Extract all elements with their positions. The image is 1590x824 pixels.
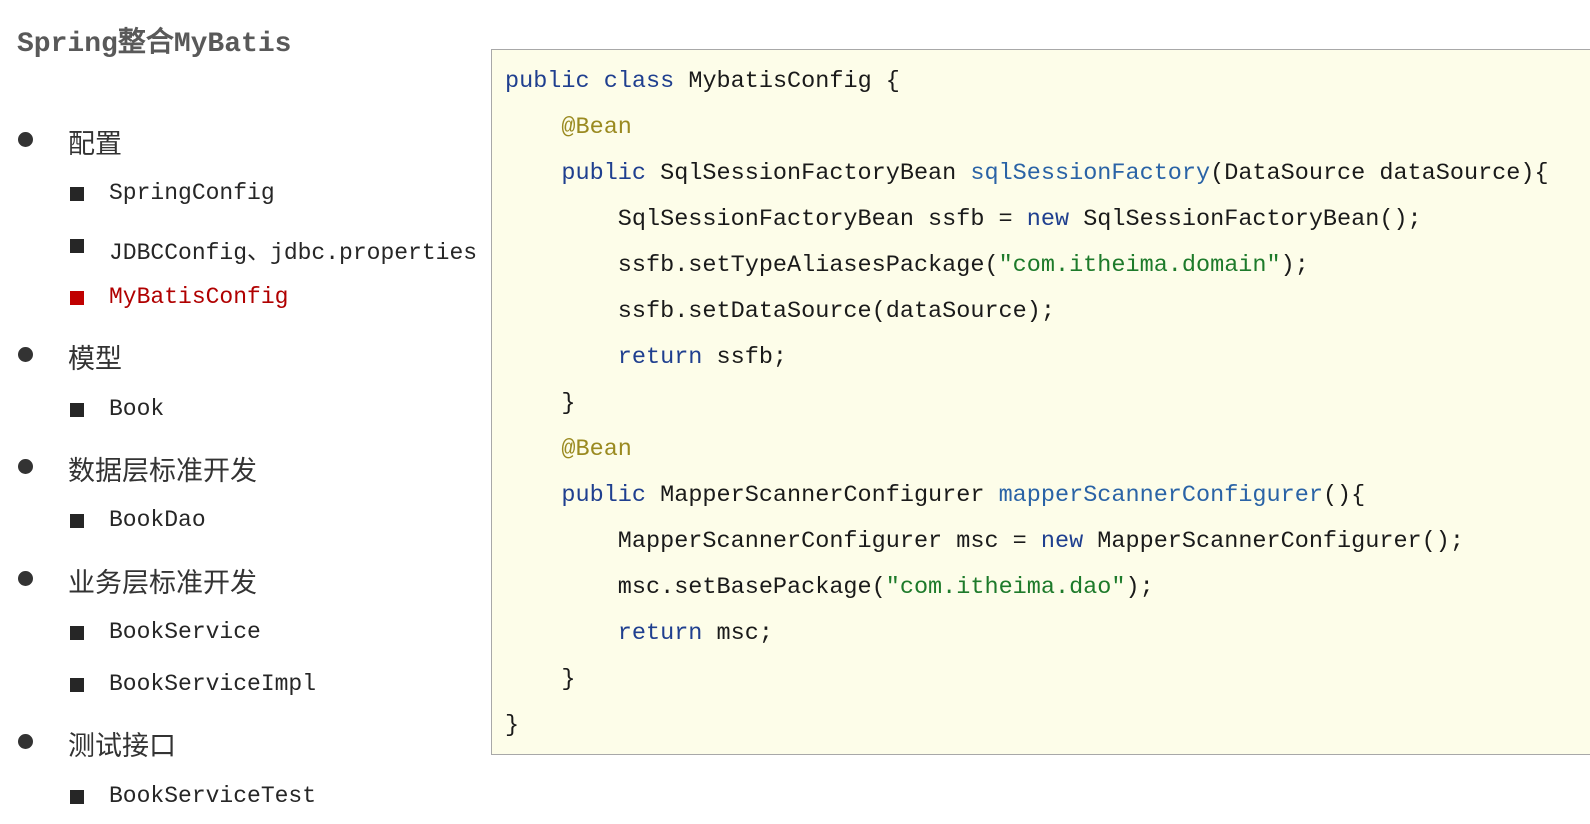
code-line: public SqlSessionFactoryBean sqlSessionF… xyxy=(561,160,1548,187)
code-token-plain: } xyxy=(561,390,576,417)
code-token-str: "com.itheima.dao" xyxy=(885,574,1126,601)
bullet-square-icon xyxy=(70,187,84,201)
code-line: msc.setBasePackage("com.itheima.dao"); xyxy=(618,574,1154,601)
outline-item-label: BookDao xyxy=(109,507,206,533)
bullet-square-icon xyxy=(70,678,84,692)
code-token-plain: msc.setBasePackage( xyxy=(617,574,886,601)
code-token-plain: SqlSessionFactoryBean xyxy=(660,160,971,187)
bullet-dot-icon xyxy=(18,347,33,362)
bullet-dot-icon xyxy=(18,734,33,749)
code-token-plain: ssfb.setDataSource(dataSource); xyxy=(617,298,1055,325)
code-line: } xyxy=(505,712,519,739)
code-token-ann: @Bean xyxy=(561,114,632,141)
bullet-dot-icon xyxy=(18,459,33,474)
code-line: public class MybatisConfig { xyxy=(505,68,900,95)
bullet-square-icon xyxy=(70,239,84,253)
bullet-square-icon xyxy=(70,514,84,528)
code-token-fn: sqlSessionFactory xyxy=(970,160,1211,187)
code-token-plain: ); xyxy=(1280,252,1309,279)
outline-item-label: 业务层标准开发 xyxy=(68,568,257,599)
code-token-str: "com.itheima.domain" xyxy=(998,252,1281,279)
outline-item-label: 数据层标准开发 xyxy=(68,456,257,487)
code-token-plain: MapperScannerConfigurer xyxy=(660,482,999,509)
bullet-square-icon xyxy=(70,790,84,804)
outline-item-label: BookServiceImpl xyxy=(109,671,317,697)
outline-item-label: MyBatisConfig xyxy=(109,284,289,310)
slide-title: Spring整合MyBatis xyxy=(17,29,292,60)
code-token-plain: (){ xyxy=(1322,482,1366,509)
bullet-square-icon xyxy=(70,403,84,417)
code-line: public MapperScannerConfigurer mapperSca… xyxy=(561,482,1365,509)
outline-item-label: BookServiceTest xyxy=(109,783,317,809)
outline-item-label: 测试接口 xyxy=(68,731,176,762)
outline-item-label: JDBCConfig、jdbc.properties xyxy=(109,240,478,266)
outline-item-label: Book xyxy=(109,396,165,422)
code-token-plain: } xyxy=(561,666,576,693)
code-token-kw: return xyxy=(617,344,717,371)
code-token-plain: MybatisConfig { xyxy=(688,68,900,95)
outline-item-label: 配置 xyxy=(68,129,122,160)
code-line: } xyxy=(561,390,575,417)
bullet-dot-icon xyxy=(18,132,33,147)
code-line: @Bean xyxy=(561,114,632,141)
code-token-kw: new xyxy=(1040,528,1098,555)
outline-item-label: SpringConfig xyxy=(109,180,275,206)
code-line: MapperScannerConfigurer msc = new Mapper… xyxy=(618,528,1464,555)
code-block: public class MybatisConfig { @Bean public … xyxy=(491,49,1590,755)
code-token-kw: public class xyxy=(505,68,689,95)
code-token-plain: MapperScannerConfigurer(); xyxy=(1097,528,1464,555)
code-line: ssfb.setDataSource(dataSource); xyxy=(618,298,1055,325)
code-line: return msc; xyxy=(618,620,773,647)
bullet-dot-icon xyxy=(18,571,33,586)
code-token-plain: ssfb.setTypeAliasesPackage( xyxy=(617,252,999,279)
code-token-kw: return xyxy=(617,620,717,647)
code-line: return ssfb; xyxy=(618,344,787,371)
code-token-plain: ssfb; xyxy=(716,344,788,371)
code-token-plain: } xyxy=(505,712,520,739)
code-token-plain: SqlSessionFactoryBean ssfb = xyxy=(617,206,1027,233)
code-token-fn: mapperScannerConfigurer xyxy=(998,482,1323,509)
bullet-square-icon xyxy=(70,291,84,305)
code-token-kw: public xyxy=(561,482,661,509)
outline-item-label: 模型 xyxy=(68,344,122,375)
code-line: } xyxy=(561,666,575,693)
code-token-plain: MapperScannerConfigurer msc = xyxy=(617,528,1041,555)
code-token-plain: msc; xyxy=(716,620,773,647)
code-line: ssfb.setTypeAliasesPackage("com.itheima.… xyxy=(618,252,1309,279)
bullet-square-icon xyxy=(70,626,84,640)
code-token-plain: SqlSessionFactoryBean(); xyxy=(1083,206,1422,233)
code-token-plain: ); xyxy=(1125,574,1154,601)
code-token-ann: @Bean xyxy=(561,436,632,463)
outline-item-label: BookService xyxy=(109,619,261,645)
code-token-kw: new xyxy=(1026,206,1084,233)
code-token-plain: (DataSource dataSource){ xyxy=(1210,160,1549,187)
code-line: SqlSessionFactoryBean ssfb = new SqlSess… xyxy=(618,206,1422,233)
code-token-kw: public xyxy=(561,160,661,187)
code-line: @Bean xyxy=(561,436,632,463)
